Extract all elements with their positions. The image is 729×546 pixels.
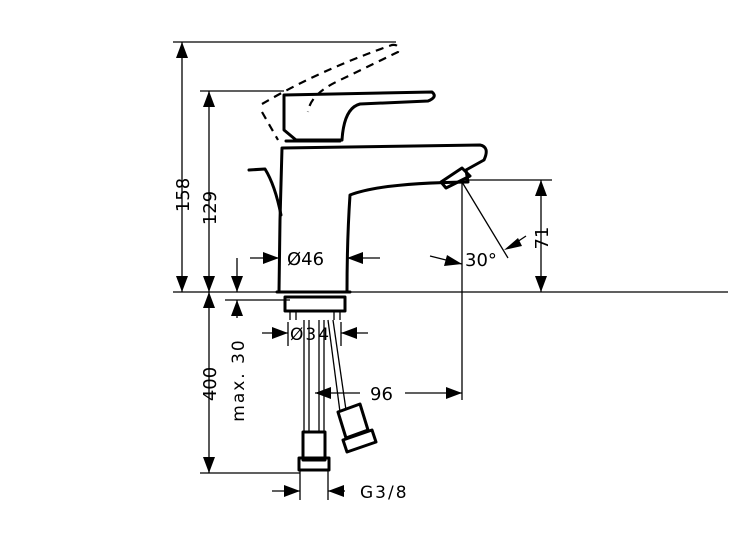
dim-diameter-34-label: Ø34: [290, 325, 331, 345]
mounting-nut: [283, 295, 347, 320]
dim-96: 96: [315, 384, 462, 405]
dim-max-30: max. 30: [225, 258, 290, 422]
dim-96-label: 96: [370, 384, 393, 405]
lever-handle: [282, 90, 436, 143]
dim-129: 129: [200, 91, 221, 292]
dim-diameter-46: Ø46: [250, 249, 380, 270]
dim-158: 158: [173, 42, 194, 292]
dim-71-label: 71: [532, 227, 553, 250]
faucet-body: [247, 143, 488, 294]
dim-diameter-46-label: Ø46: [287, 249, 324, 270]
lever-raised-outline: [261, 43, 400, 141]
dim-400-label: 400: [200, 367, 221, 401]
dim-angle-30-label: 30°: [465, 250, 497, 271]
dim-g38: G3/8: [272, 470, 409, 503]
dim-diameter-34: Ø34: [262, 322, 368, 346]
dim-angle-30: 30°: [429, 181, 527, 400]
dim-max-30-label: max. 30: [229, 338, 249, 421]
dim-129-label: 129: [200, 191, 221, 225]
dim-158-label: 158: [173, 178, 194, 212]
dim-g38-label: G3/8: [360, 483, 409, 503]
dim-71: 71: [532, 180, 553, 292]
dim-400: 400: [200, 292, 221, 473]
supply-hoses: [297, 319, 378, 472]
